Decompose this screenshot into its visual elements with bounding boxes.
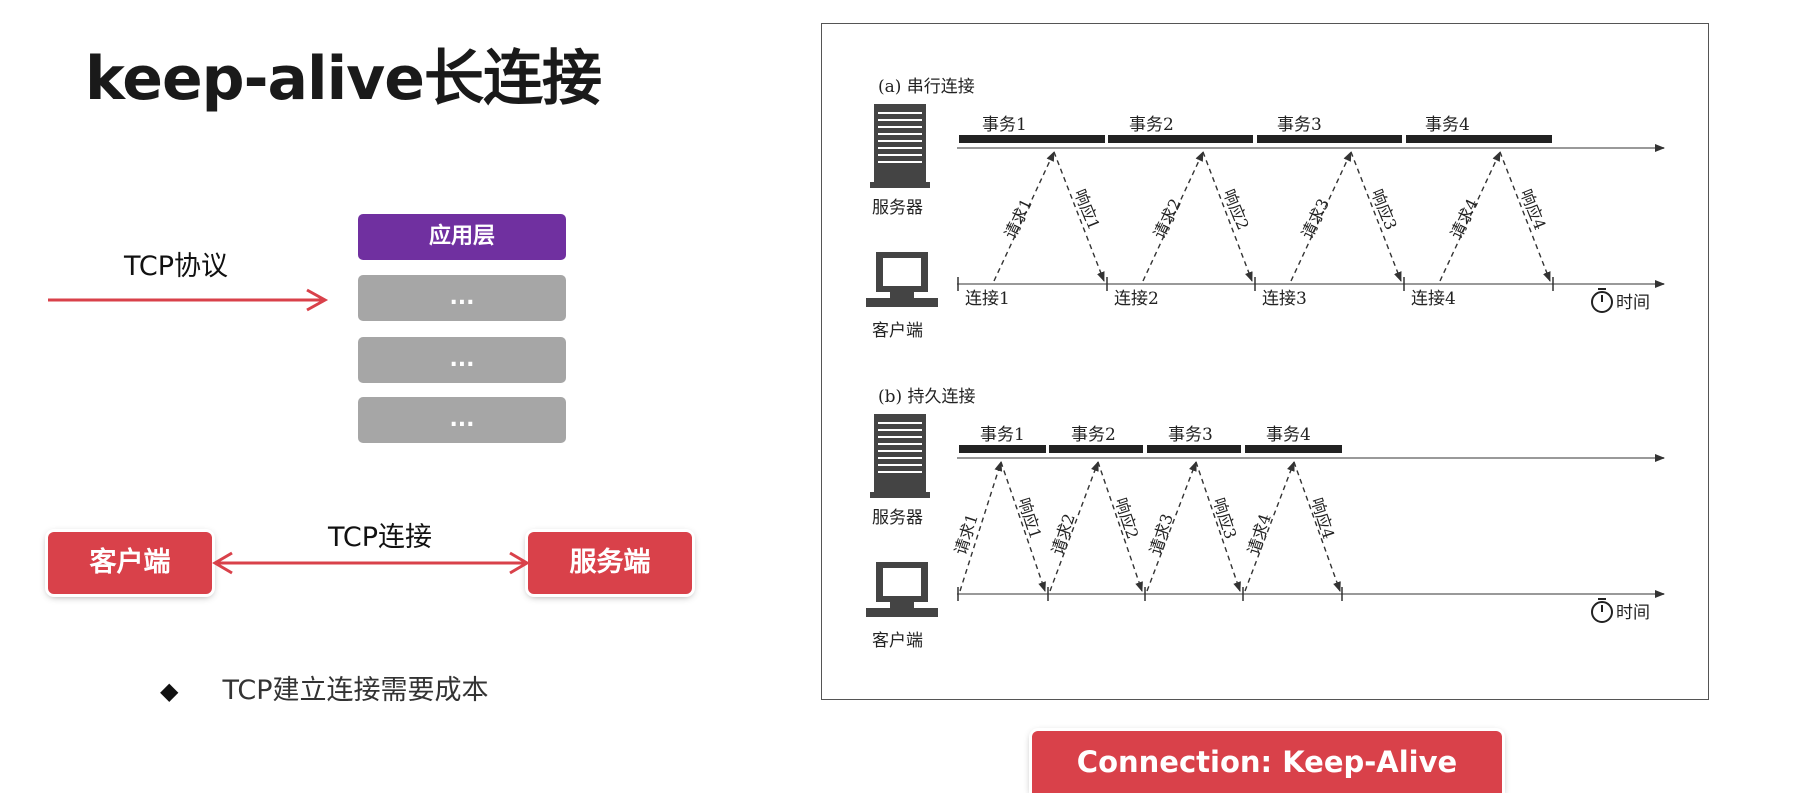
diamond-bullet-icon: ◆	[160, 677, 179, 705]
connection-label-2: 连接2	[1114, 289, 1159, 309]
client-box: 客户端	[48, 532, 212, 594]
layer-box-2: ...	[358, 275, 566, 321]
computer-icon	[866, 252, 938, 307]
serial-caption: (a) 串行连接	[878, 77, 975, 97]
transaction-a-2: 事务2	[1129, 115, 1174, 135]
http-connection-diagram: (a) 串行连接 服务器 客户端 事务1	[821, 23, 1709, 700]
transaction-a-1: 事务1	[982, 115, 1027, 135]
response-a-4: 响应4	[1516, 186, 1549, 232]
clock-icon	[1591, 288, 1613, 313]
response-b-2: 响应2	[1111, 495, 1142, 541]
request-a-3: 请求3	[1298, 196, 1334, 242]
request-b-3: 请求3	[1146, 511, 1177, 557]
tcp-connection-arrow	[212, 551, 530, 575]
client-label-b: 客户端	[872, 631, 923, 651]
connection-label-1: 连接1	[965, 289, 1010, 309]
server-label-b: 服务器	[872, 508, 923, 528]
transaction-b-1: 事务1	[980, 425, 1025, 445]
layer-box-4: ...	[358, 397, 566, 443]
server-label-a: 服务器	[872, 198, 923, 218]
server-icon	[870, 414, 930, 498]
server-icon	[870, 104, 930, 188]
clock-icon	[1591, 598, 1613, 623]
persistent-caption: (b) 持久连接	[878, 387, 976, 407]
client-label-a: 客户端	[872, 321, 923, 341]
response-a-3: 响应3	[1367, 186, 1400, 232]
layer-box-3: ...	[358, 337, 566, 383]
time-label-b: 时间	[1616, 603, 1650, 623]
transaction-a-3: 事务3	[1277, 115, 1322, 135]
transaction-b-3: 事务3	[1168, 425, 1213, 445]
request-a-2: 请求2	[1150, 196, 1186, 242]
tcp-protocol-label: TCP协议	[124, 251, 229, 282]
request-b-4: 请求4	[1244, 511, 1275, 557]
response-a-2: 响应2	[1219, 186, 1252, 232]
response-b-1: 响应1	[1014, 495, 1045, 541]
connection-label-4: 连接4	[1411, 289, 1456, 309]
application-layer-box: 应用层	[358, 214, 566, 260]
server-box: 服务端	[528, 532, 692, 594]
response-a-1: 响应1	[1070, 186, 1103, 232]
tcp-connection-label: TCP连接	[328, 522, 433, 553]
request-a-4: 请求4	[1447, 196, 1483, 242]
request-b-2: 请求2	[1048, 511, 1079, 557]
page-title: keep-alive长连接	[85, 44, 602, 114]
response-b-3: 响应3	[1209, 495, 1240, 541]
bullet-point: ◆ TCP建立连接需要成本	[160, 668, 489, 707]
computer-icon	[866, 562, 938, 617]
bullet-text: TCP建立连接需要成本	[222, 675, 489, 706]
transaction-b-2: 事务2	[1071, 425, 1116, 445]
response-b-4: 响应4	[1307, 495, 1338, 541]
transaction-a-4: 事务4	[1425, 115, 1470, 135]
request-a-1: 请求1	[1001, 196, 1037, 242]
transaction-b-4: 事务4	[1266, 425, 1311, 445]
connection-label-3: 连接3	[1262, 289, 1307, 309]
keepalive-header-box: Connection: Keep-Alive	[1032, 731, 1502, 793]
tcp-protocol-arrow	[48, 288, 329, 312]
time-label-a: 时间	[1616, 293, 1650, 313]
request-b-1: 请求1	[951, 511, 982, 557]
